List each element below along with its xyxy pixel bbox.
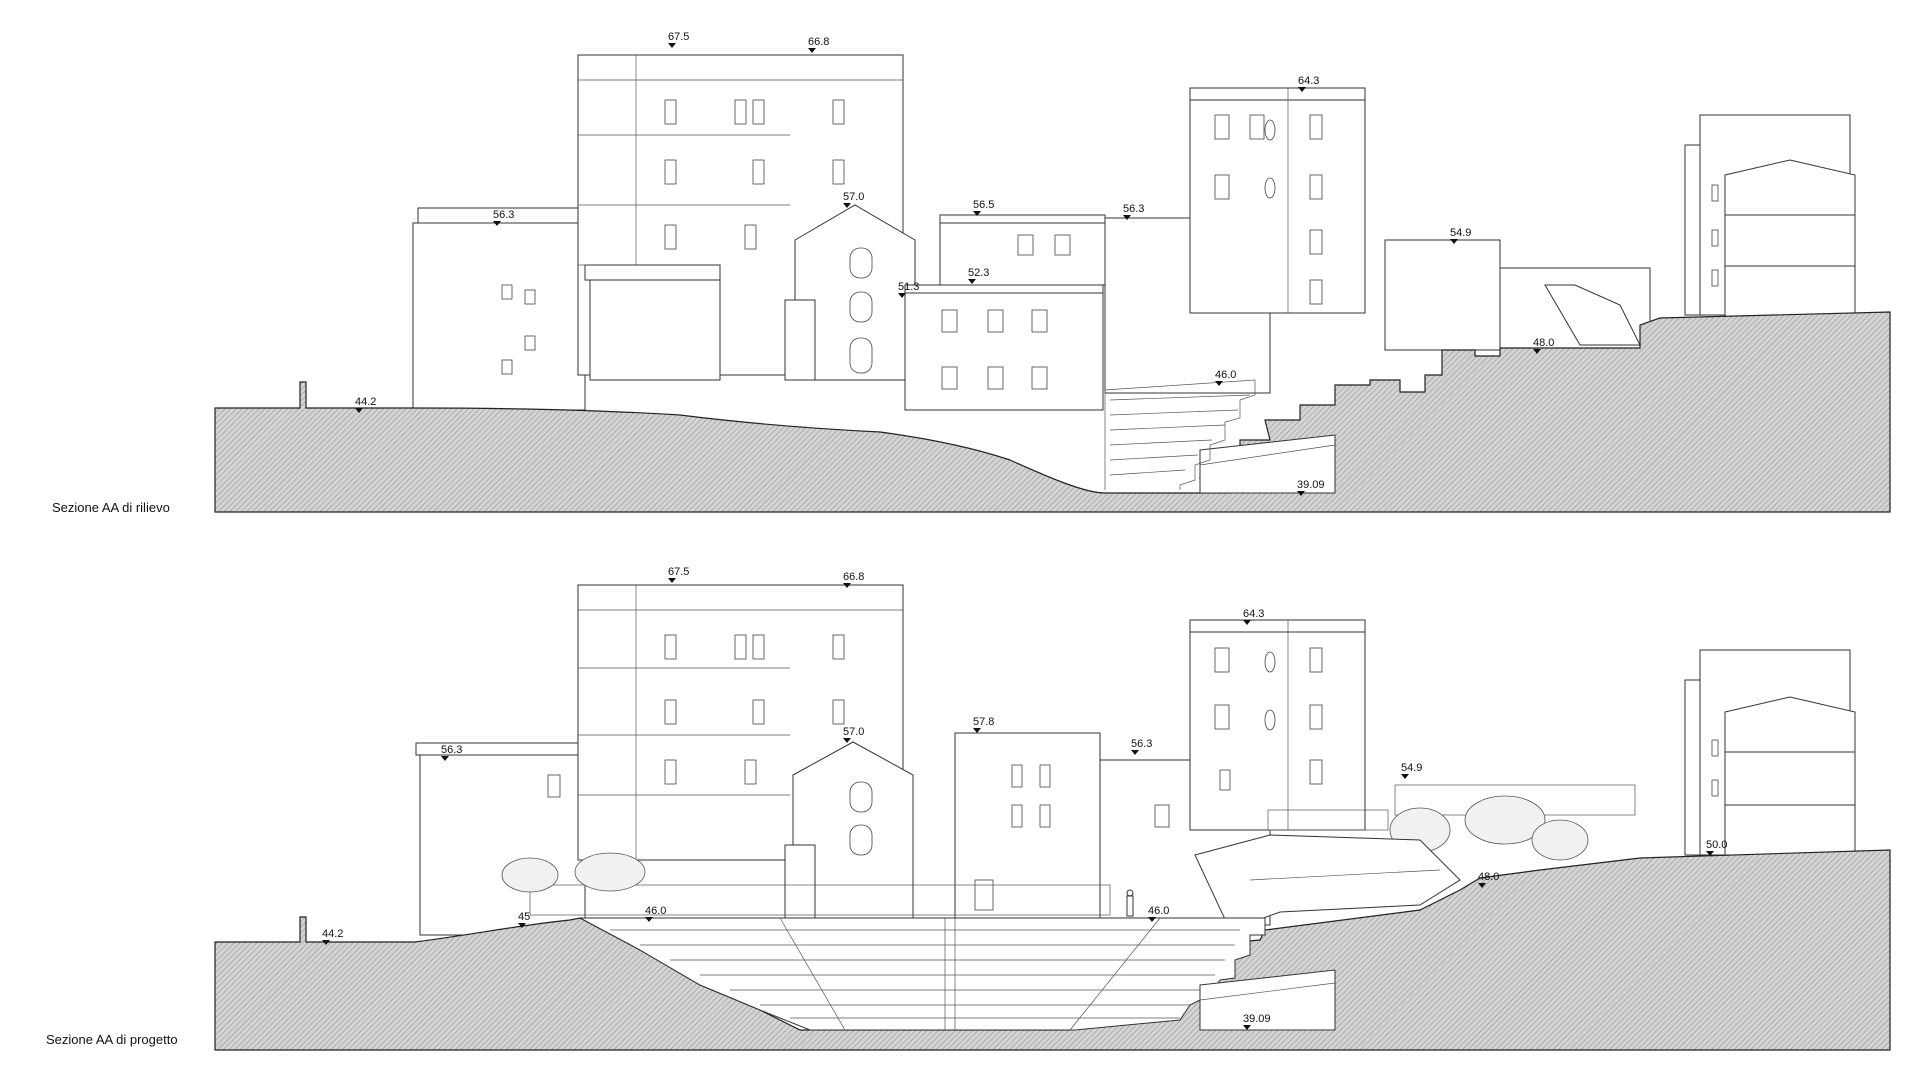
elev-label: 52.3 (968, 267, 989, 279)
elev-label: 66.8 (808, 36, 829, 48)
elev-markers-rilievo (355, 43, 1541, 496)
elev-label: 44.2 (322, 928, 343, 940)
elev-label: 57.0 (843, 726, 864, 738)
building-center-right-p (1189, 619, 1366, 831)
church-gable-p (784, 741, 914, 921)
building-mid-lower (904, 284, 1104, 411)
caption-rilievo: Sezione AA di rilievo (52, 500, 170, 515)
human-figure (1126, 889, 1134, 917)
elev-label: 56.3 (1123, 203, 1144, 215)
elev-label: 56.3 (1131, 738, 1152, 750)
elev-label: 48.0 (1478, 871, 1499, 883)
caption-progetto: Sezione AA di progetto (46, 1032, 178, 1047)
elev-label: 46.0 (1215, 369, 1236, 381)
elev-label: 67.5 (668, 31, 689, 43)
stairs-rilievo (1104, 379, 1256, 490)
building-far-right (1684, 114, 1856, 319)
elev-label: 56.3 (441, 744, 462, 756)
building-center-right (1104, 87, 1366, 394)
building-far-right-p (1684, 649, 1856, 856)
building-mid-upper (939, 214, 1106, 286)
elev-label: 51.3 (898, 281, 919, 293)
elev-label: 54.9 (1450, 227, 1471, 239)
cavity-progetto (1199, 969, 1336, 1031)
elev-label: 45 (518, 911, 530, 923)
building-left-low (412, 207, 587, 411)
elev-label: 50.0 (1706, 839, 1727, 851)
cavea-steps (610, 917, 1240, 1031)
ground-section-progetto (214, 849, 1891, 1051)
elev-label: 66.8 (843, 571, 864, 583)
elev-label: 64.3 (1298, 75, 1319, 87)
elev-label: 44.2 (355, 396, 376, 408)
elev-label: 56.5 (973, 199, 994, 211)
terrace-right (1384, 239, 1651, 354)
labels-rilievo: Sezione AA di rilievo 67.5 66.8 64.3 57.… (52, 31, 1554, 515)
elev-label: 67.5 (668, 566, 689, 578)
elev-label: 56.3 (493, 209, 514, 221)
cavity-rilievo (1199, 434, 1336, 494)
elev-label: 57.8 (973, 716, 994, 728)
elev-markers-progetto (322, 578, 1714, 1030)
elev-label: 46.0 (1148, 905, 1169, 917)
elev-label: 46.0 (645, 905, 666, 917)
section-rilievo (214, 54, 1891, 513)
elev-label: 57.0 (843, 191, 864, 203)
elev-label: 64.3 (1243, 608, 1264, 620)
labels-progetto: Sezione AA di progetto 67.5 66.8 64.3 57… (46, 566, 1727, 1047)
elev-label: 39.09 (1297, 479, 1325, 491)
elev-label: 39.09 (1243, 1013, 1271, 1025)
section-progetto (214, 584, 1891, 1051)
building-left-low-p (415, 742, 586, 936)
elev-label: 54.9 (1401, 762, 1422, 774)
elev-label: 48.0 (1533, 337, 1554, 349)
church-gable (784, 204, 916, 381)
trees-progetto (501, 795, 1589, 893)
ground-section-rilievo (214, 311, 1891, 513)
